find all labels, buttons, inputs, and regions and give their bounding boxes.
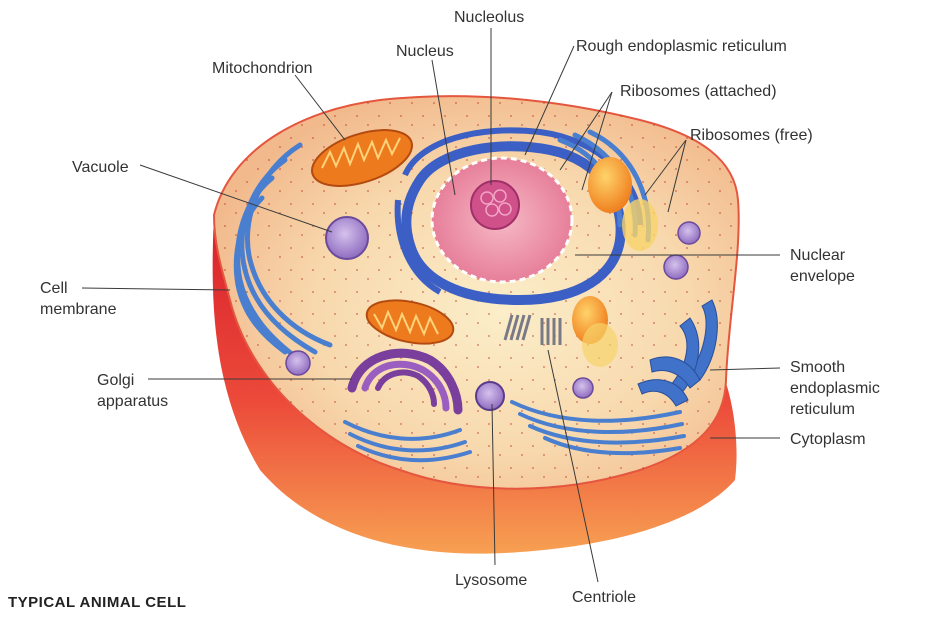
leader-lines [81,28,781,583]
golgi-apparatus [347,348,463,415]
label-cytoplasm: Cytoplasm [790,431,866,448]
label-nuclear-envelope-line2: envelope [790,268,855,285]
label-mitochondrion: Mitochondrion [212,60,313,77]
label-rough-er: Rough endoplasmic reticulum [576,38,787,55]
smooth-er [637,299,718,407]
label-vacuole: Vacuole [72,159,129,176]
vesicle-4 [582,323,618,367]
centriole [503,314,562,345]
vacuole [325,216,369,260]
nucleolus [470,180,520,230]
mitochondrion-top [310,129,414,187]
label-smooth-er-line2: endoplasmic [790,380,880,397]
label-cell-membrane-line2: membrane [40,301,117,318]
small-vacuole-4 [572,377,594,399]
small-vacuole-3 [285,350,311,376]
label-nucleus: Nucleus [396,43,454,60]
figure-title: TYPICAL ANIMAL CELL [8,594,186,611]
lysosome [475,381,505,411]
vesicle-1 [588,157,632,213]
label-smooth-er-line3: reticulum [790,401,855,418]
er-bottom [343,400,686,463]
er-left [233,142,333,363]
label-golgi-line1: Golgi [97,372,134,389]
small-vacuole-2 [663,254,689,280]
label-nuclear-envelope-line1: Nuclear [790,247,846,264]
label-smooth-er-line1: Smooth [790,359,845,376]
label-lysosome: Lysosome [455,572,527,589]
label-cell-membrane-line1: Cell [40,280,68,297]
small-vacuole-1 [677,221,701,245]
label-ribosomes-attached: Ribosomes (attached) [620,83,777,100]
mitochondrion-middle [365,299,455,345]
label-nucleolus: Nucleolus [454,9,524,26]
label-ribosomes-free: Ribosomes (free) [690,127,813,144]
label-centriole: Centriole [572,589,636,606]
vesicle-2 [622,199,658,251]
label-golgi-line2: apparatus [97,393,168,410]
